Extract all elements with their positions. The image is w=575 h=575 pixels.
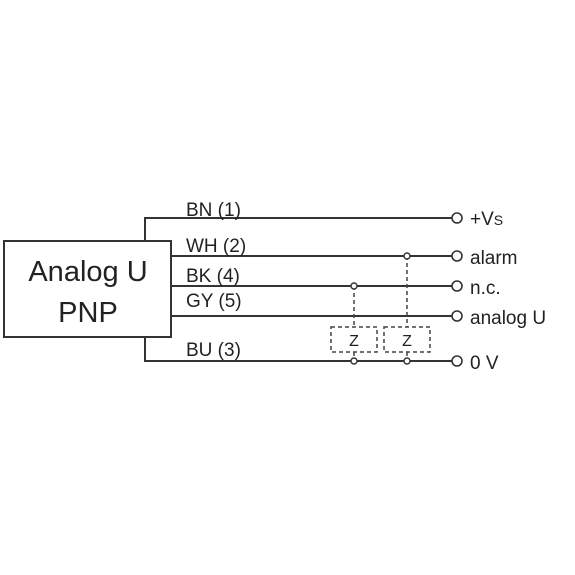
junction-0v-1 bbox=[350, 357, 358, 365]
terminal-nc bbox=[451, 280, 463, 292]
device-box bbox=[3, 240, 172, 338]
device-label-line1: Analog U bbox=[28, 256, 147, 288]
terminal-analog-u-label: analog U bbox=[470, 308, 546, 329]
wire-bu-code: BU (3) bbox=[186, 340, 241, 361]
wire-bn: BN (1) +VS bbox=[144, 200, 503, 241]
terminal-vs-label: +VS bbox=[470, 209, 503, 230]
wire-bn-code: BN (1) bbox=[186, 200, 241, 221]
terminal-vs-main: +V bbox=[470, 209, 494, 230]
wire-gy-code: GY (5) bbox=[186, 291, 242, 312]
load-z-nc-label: Z bbox=[349, 333, 359, 350]
wire-wh: WH (2) alarm bbox=[171, 236, 518, 269]
terminal-0v-label: 0 V bbox=[470, 353, 499, 374]
wire-gy: GY (5) analog U bbox=[171, 291, 546, 329]
wire-bk-code: BK (4) bbox=[186, 266, 240, 287]
terminal-alarm bbox=[451, 250, 463, 262]
terminal-nc-label: n.c. bbox=[470, 278, 501, 299]
load-z-alarm: Z bbox=[383, 252, 431, 365]
load-z-alarm-label: Z bbox=[402, 333, 412, 350]
device-label-line2: PNP bbox=[58, 297, 118, 329]
junction-0v-2 bbox=[403, 357, 411, 365]
terminal-0v bbox=[451, 355, 463, 367]
load-z-nc: Z bbox=[330, 282, 378, 365]
wire-bu-line bbox=[144, 337, 452, 362]
wire-wh-code: WH (2) bbox=[186, 236, 246, 257]
terminal-alarm-label: alarm bbox=[470, 248, 518, 269]
terminal-analog-u bbox=[451, 310, 463, 322]
wire-bk: BK (4) n.c. bbox=[171, 266, 501, 299]
terminal-vs bbox=[451, 212, 463, 224]
wire-bn-line bbox=[144, 217, 452, 241]
wire-bu: BU (3) 0 V bbox=[144, 337, 499, 374]
terminal-vs-sub: S bbox=[494, 212, 503, 228]
junction-alarm bbox=[403, 252, 411, 260]
junction-nc bbox=[350, 282, 358, 290]
